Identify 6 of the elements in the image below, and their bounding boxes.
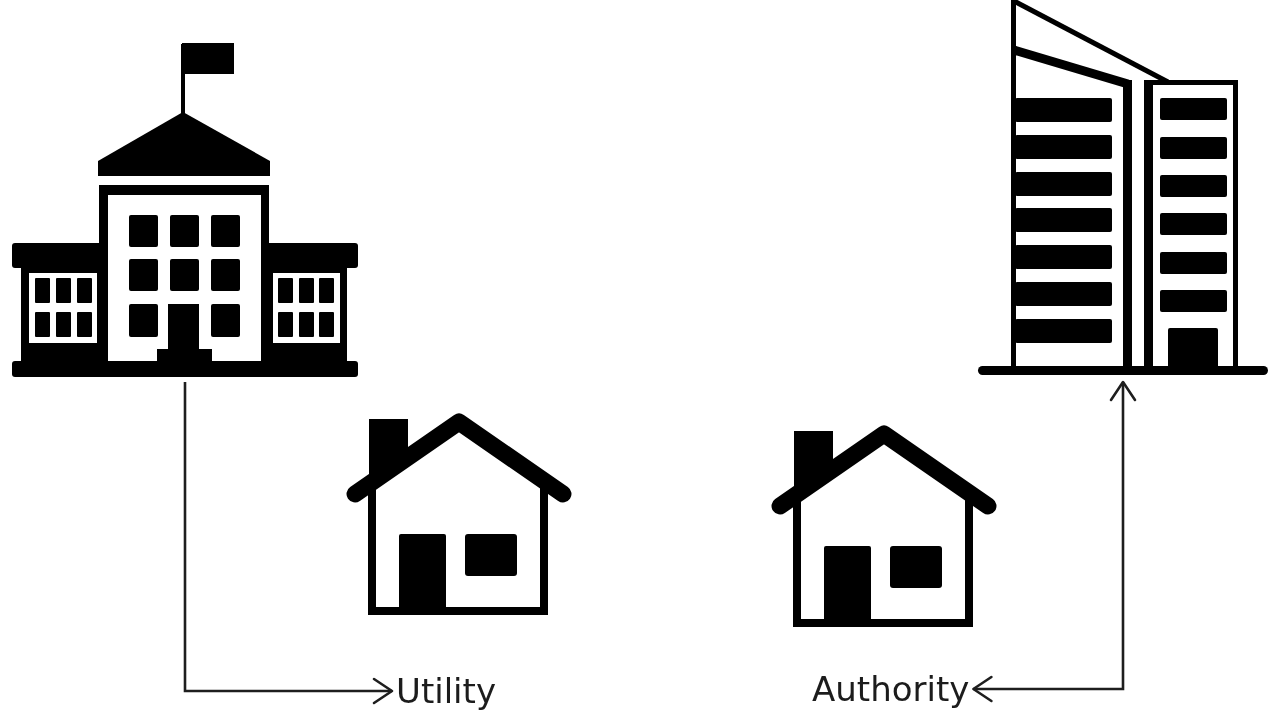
arrow: [183, 382, 394, 705]
label-text: Utility: [396, 671, 496, 711]
office-tower-drawing: [976, 0, 1270, 378]
government-building-drawing: [10, 40, 360, 378]
label-text: Authority: [812, 669, 970, 709]
arrow: [972, 380, 1137, 703]
